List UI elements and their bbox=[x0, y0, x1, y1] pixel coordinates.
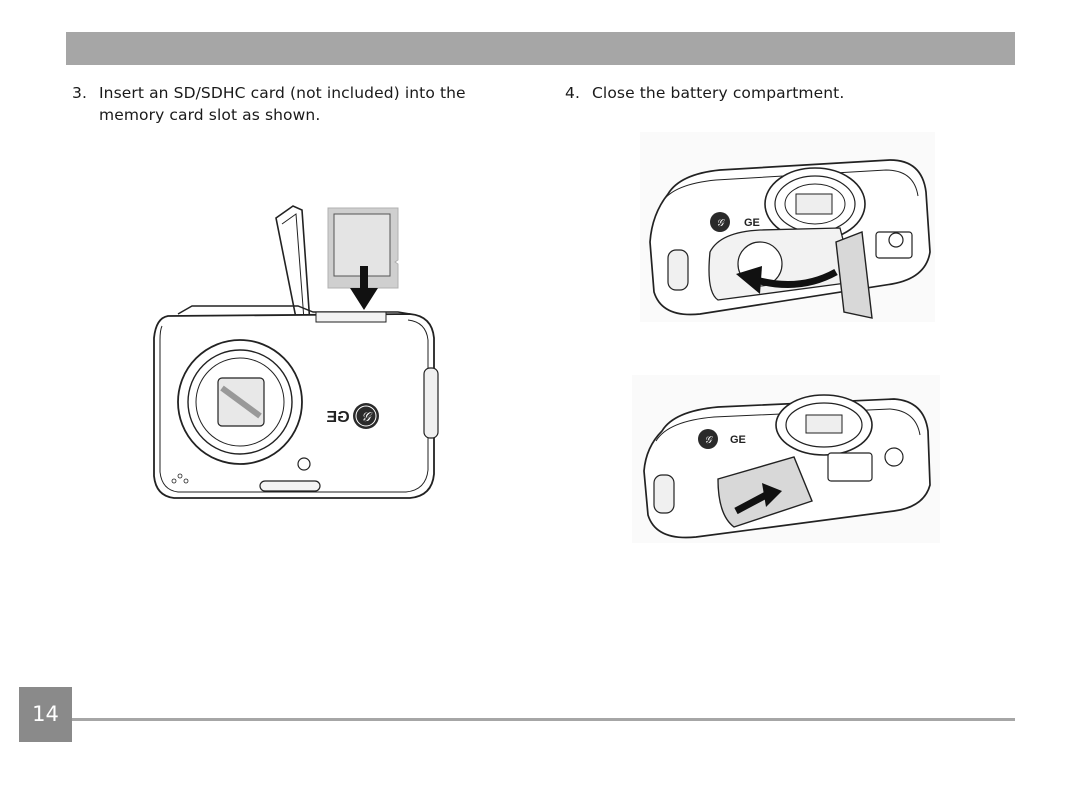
footer-line bbox=[72, 718, 1015, 721]
step-4-number: 4. bbox=[565, 84, 580, 102]
close-battery-step-a-illustration: 𝒢 GE bbox=[640, 132, 935, 322]
camera-bottom-logo: GE bbox=[730, 434, 746, 446]
header-bar bbox=[66, 32, 1015, 65]
step-3-number: 3. bbox=[72, 84, 87, 102]
ge-logo-icon: 𝒢 bbox=[698, 429, 718, 449]
svg-text:𝒢: 𝒢 bbox=[716, 218, 725, 229]
curved-arrow-icon bbox=[736, 266, 838, 294]
step-4: 4. Close the battery compartment. bbox=[565, 82, 925, 106]
close-battery-step-b-illustration: 𝒢 GE bbox=[632, 375, 940, 543]
open-card-door bbox=[275, 205, 311, 330]
step-4-text: Close the battery compartment. bbox=[592, 84, 845, 102]
svg-text:𝒢: 𝒢 bbox=[361, 409, 373, 424]
sd-card-icon bbox=[327, 207, 399, 289]
ge-logo-icon: 𝒢 bbox=[353, 403, 379, 429]
arrow-right-icon bbox=[734, 483, 782, 515]
arrow-down-icon bbox=[350, 266, 378, 310]
svg-text:𝒢: 𝒢 bbox=[704, 435, 713, 446]
step-3: 3. Insert an SD/SDHC card (not included)… bbox=[72, 82, 512, 132]
step-3-text: Insert an SD/SDHC card (not included) in… bbox=[99, 84, 466, 124]
camera-top-logo: GE bbox=[744, 217, 760, 229]
insert-sd-card-illustration: 𝒢 GE bbox=[148, 198, 443, 508]
ge-logo-icon: 𝒢 bbox=[710, 212, 730, 232]
page-number: 14 bbox=[19, 687, 72, 742]
battery-door-open bbox=[835, 231, 873, 319]
camera-front-logo: GE bbox=[326, 409, 349, 426]
camera-front bbox=[153, 305, 439, 499]
